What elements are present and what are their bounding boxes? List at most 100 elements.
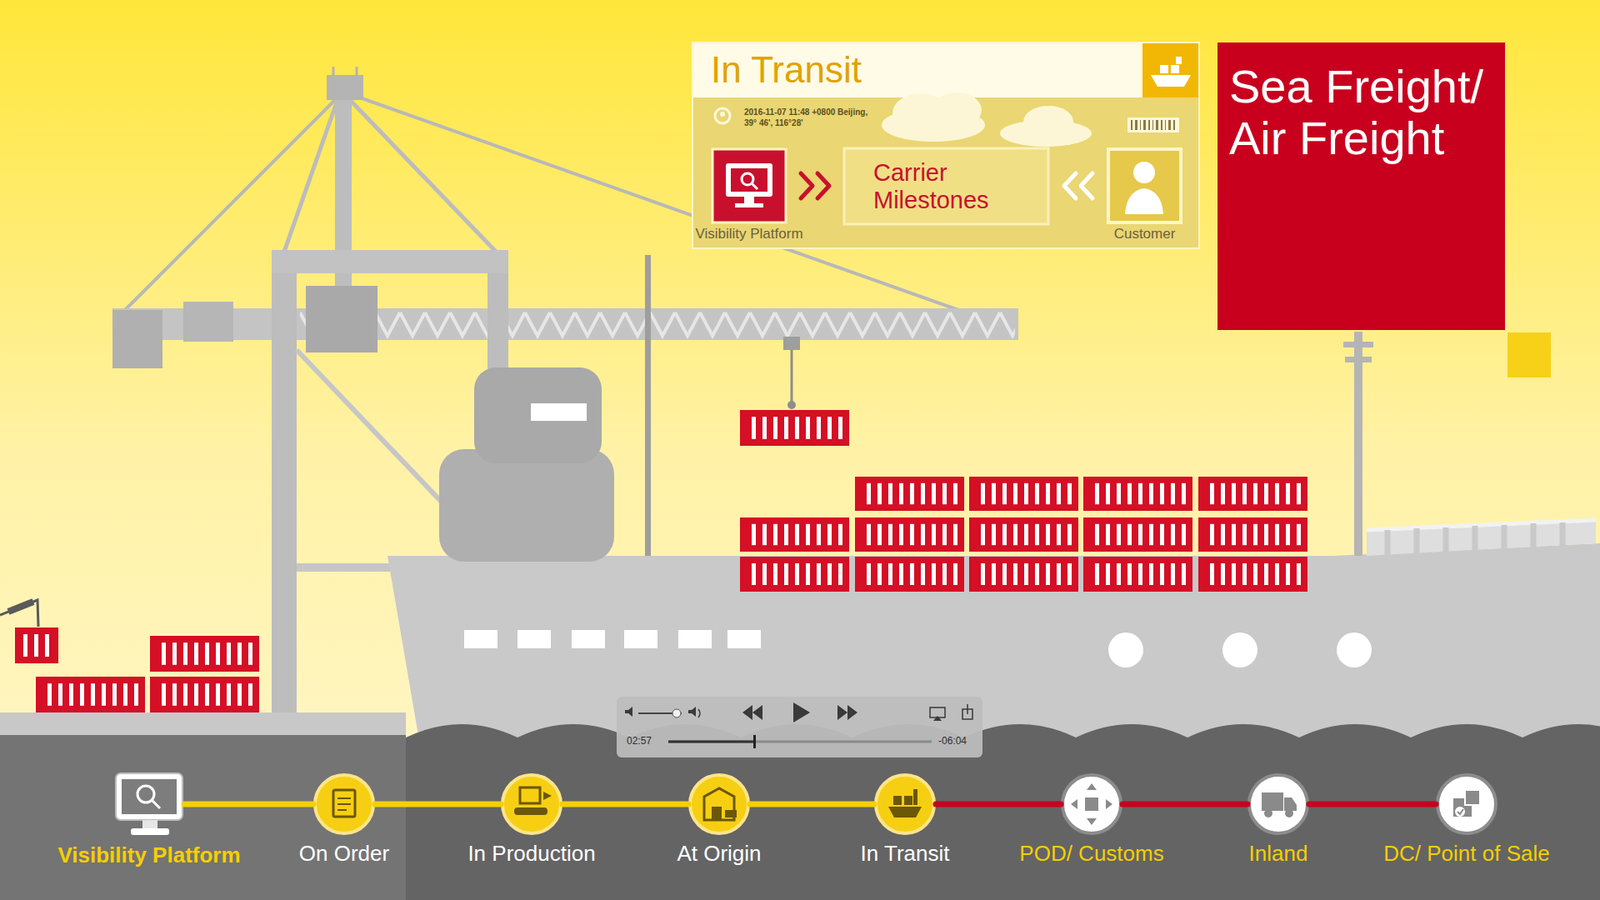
- stage-label: At Origin: [676, 841, 761, 867]
- status-card-graphic-part: [1170, 65, 1180, 74]
- status-card-graphic-part: [1150, 75, 1191, 87]
- video-controls-part: [688, 706, 696, 717]
- container-ship-part: [517, 630, 551, 649]
- container-ship-part: [387, 543, 1600, 750]
- video-controls-part: [753, 735, 756, 749]
- quay-part: [45, 634, 50, 657]
- card-title: In Transit: [710, 50, 862, 90]
- video-controls-part: [616, 696, 983, 758]
- quay-part: [0, 735, 406, 900]
- status-card-graphic-part: [1165, 120, 1166, 130]
- video-controls-part: [742, 705, 763, 720]
- ship-containers-part: [855, 476, 965, 511]
- stage-icons-part: [1062, 775, 1121, 834]
- stage-circle: DC/ Point of Sale: [1435, 773, 1498, 835]
- status-card-graphic-part: [1142, 42, 1200, 98]
- ship-containers-part: [1083, 476, 1193, 511]
- gantry-crane-part: [112, 310, 163, 369]
- stage-icons-part: [1437, 775, 1496, 834]
- stage-label: In Production: [467, 841, 595, 867]
- sea-waves: [405, 724, 1600, 900]
- stage-circle: Inland: [1247, 773, 1310, 835]
- gantry-crane-part: [326, 75, 364, 100]
- status-card-graphic-part: [1133, 161, 1155, 184]
- ship-containers-part: [1198, 517, 1308, 552]
- video-controls-part: [837, 705, 858, 720]
- ship-containers-part: [969, 556, 1079, 592]
- stage-icons-part: [1085, 797, 1099, 811]
- status-card-graphic-part: [1155, 120, 1159, 130]
- status-card-graphic-part: [1168, 120, 1171, 130]
- gantry-crane-part: [271, 250, 297, 715]
- time-readout: 02:57: [626, 735, 652, 747]
- icon-caption: Visibility Platform: [695, 226, 803, 243]
- mode-banner: Sea Freight/ Air Freight: [1217, 42, 1505, 330]
- status-card-graphic-part: [1175, 56, 1182, 65]
- status-card-graphic-part: [741, 173, 754, 185]
- quay-part: [150, 676, 260, 713]
- stage-icons-part: [913, 789, 918, 805]
- stage-icons-part: [1249, 775, 1308, 834]
- container-ship-part: [1530, 523, 1537, 549]
- quay-part: [35, 676, 145, 713]
- container-ship-part: [1343, 341, 1374, 348]
- stage-label: DC/ Point of Sale: [1383, 841, 1550, 867]
- stage-icons-part: [337, 803, 351, 805]
- stage-label: On Order: [299, 841, 390, 867]
- stage-icons-part: [151, 800, 160, 809]
- stage-icons-part: [893, 795, 902, 805]
- gantry-crane-part: [271, 250, 509, 274]
- milestone-box: Carrier Milestones: [844, 148, 1049, 225]
- status-card-graphic-part: [720, 111, 725, 117]
- stage-label: In Transit: [860, 841, 950, 867]
- status-card-graphic-part: [1148, 120, 1150, 130]
- stage-icons-part: [1264, 809, 1273, 818]
- container-ship-part: [1345, 356, 1372, 363]
- status-card-graphic-part: [1108, 149, 1181, 223]
- container-ship-part: [1472, 525, 1479, 551]
- mode-title: Sea Freight/ Air Freight: [1229, 60, 1499, 164]
- stage-icons-part: [875, 775, 935, 834]
- status-card-graphic-part: [715, 108, 730, 124]
- status-card-graphic-part: [931, 92, 982, 128]
- status-card-graphic-part: [1127, 117, 1180, 133]
- container-ship-part: [530, 403, 587, 421]
- ship-containers-part: [855, 517, 965, 552]
- stage-icons-part: [1285, 809, 1294, 818]
- status-card-graphic-part: [712, 149, 786, 223]
- stage-circle: At Origin: [688, 773, 750, 835]
- stage-icons-part: [711, 806, 722, 820]
- container-ship-part: [624, 630, 658, 649]
- stage-icons-part: [1465, 790, 1480, 805]
- gantry-crane-part: [355, 66, 359, 75]
- status-card-graphic-part: [1130, 120, 1133, 130]
- ship-containers-part: [969, 517, 1079, 552]
- quay-part: [8, 601, 34, 612]
- stage-icons-part: [904, 795, 913, 805]
- gantry-crane-part: [183, 301, 234, 342]
- video-controls-part: [933, 715, 942, 721]
- platform-icon-box: Visibility Platform: [712, 149, 786, 223]
- stage-label: POD/ Customs: [1019, 841, 1164, 867]
- status-card-graphic-part: [744, 196, 755, 204]
- customer-icon-box: Customer: [1108, 149, 1181, 223]
- timeline-segment: [184, 801, 314, 808]
- status-card-graphic-part: [1173, 120, 1175, 130]
- video-controls-part: [672, 709, 681, 718]
- stage-icons-part: [690, 775, 749, 834]
- stage-icons-part: [333, 790, 355, 817]
- stage-icons-part: [1261, 792, 1284, 811]
- container-ship-part: [1501, 525, 1508, 550]
- container-ship-part: [1414, 528, 1420, 555]
- ship-containers-part: [740, 556, 850, 592]
- container-ship-part: [1385, 530, 1391, 555]
- flow-chevron: [1064, 173, 1093, 199]
- video-controls-part: [668, 740, 755, 744]
- ship-containers-part: [1198, 556, 1308, 592]
- container-ship-part: [645, 255, 651, 556]
- stage-icons-part: [115, 773, 183, 820]
- quay-part: [15, 627, 59, 664]
- milestone-label: Carrier Milestones: [873, 159, 1020, 214]
- status-card-graphic: [692, 42, 1200, 249]
